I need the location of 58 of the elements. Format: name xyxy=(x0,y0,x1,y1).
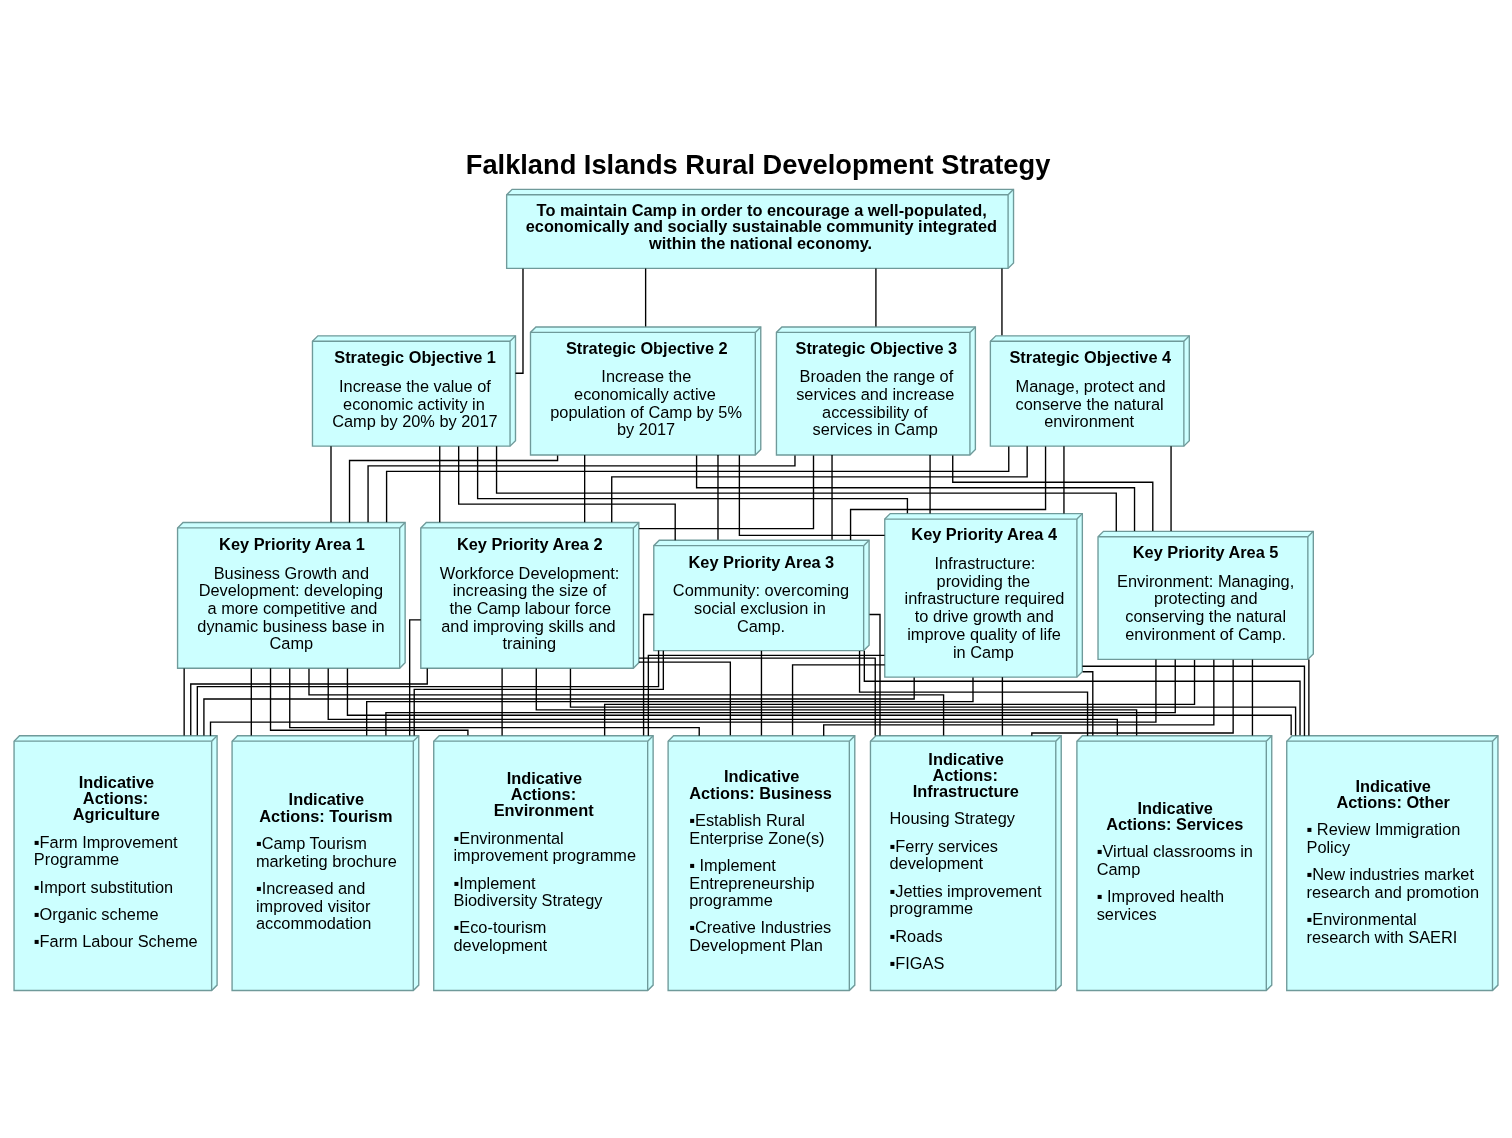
connector xyxy=(1001,676,1004,736)
connector xyxy=(1081,665,1306,736)
connector xyxy=(823,658,1215,736)
connector xyxy=(327,667,1118,736)
connector xyxy=(196,649,660,736)
connector xyxy=(695,454,1136,532)
connector xyxy=(209,658,1157,736)
connector xyxy=(569,667,1297,736)
connector xyxy=(1251,658,1254,736)
connector xyxy=(868,613,881,736)
connector xyxy=(409,618,422,736)
connector xyxy=(1031,658,1234,736)
connector xyxy=(863,649,1301,736)
connector xyxy=(535,667,1138,736)
connector xyxy=(348,454,559,523)
connector xyxy=(250,667,252,736)
connector xyxy=(738,454,886,536)
connector xyxy=(858,649,1089,736)
connector xyxy=(366,676,974,736)
connector xyxy=(308,667,945,736)
connector xyxy=(642,613,655,736)
connector xyxy=(791,663,886,736)
connector xyxy=(1001,267,1003,336)
connector xyxy=(644,267,647,327)
connector xyxy=(501,667,503,736)
connector xyxy=(439,445,441,523)
connector xyxy=(385,658,1176,736)
connector xyxy=(611,445,1028,523)
connector xyxy=(183,667,185,736)
connector xyxy=(717,453,719,540)
connector xyxy=(603,658,1196,736)
connector xyxy=(203,676,915,736)
connector xyxy=(638,454,815,529)
connector xyxy=(583,453,586,523)
connector xyxy=(952,454,1154,532)
connector xyxy=(514,267,524,374)
connector xyxy=(476,445,909,514)
connector xyxy=(385,445,1010,523)
connector xyxy=(849,445,1047,541)
connector xyxy=(346,667,1292,736)
connector xyxy=(638,661,731,736)
connector xyxy=(289,667,700,736)
connector xyxy=(367,454,796,523)
connector xyxy=(831,453,833,540)
connector xyxy=(269,667,469,736)
connector xyxy=(1063,445,1065,514)
connector xyxy=(1170,445,1172,532)
connector xyxy=(495,445,1117,532)
connector xyxy=(413,649,664,736)
connector xyxy=(1308,658,1310,736)
connector xyxy=(458,445,676,541)
diagram-title: Falkland Islands Rural Development Strategy xyxy=(465,148,1051,180)
connector xyxy=(330,445,332,523)
connector xyxy=(929,453,931,514)
connector xyxy=(875,267,877,327)
connector xyxy=(1082,670,1094,736)
connector xyxy=(190,667,428,736)
connector xyxy=(760,649,763,736)
